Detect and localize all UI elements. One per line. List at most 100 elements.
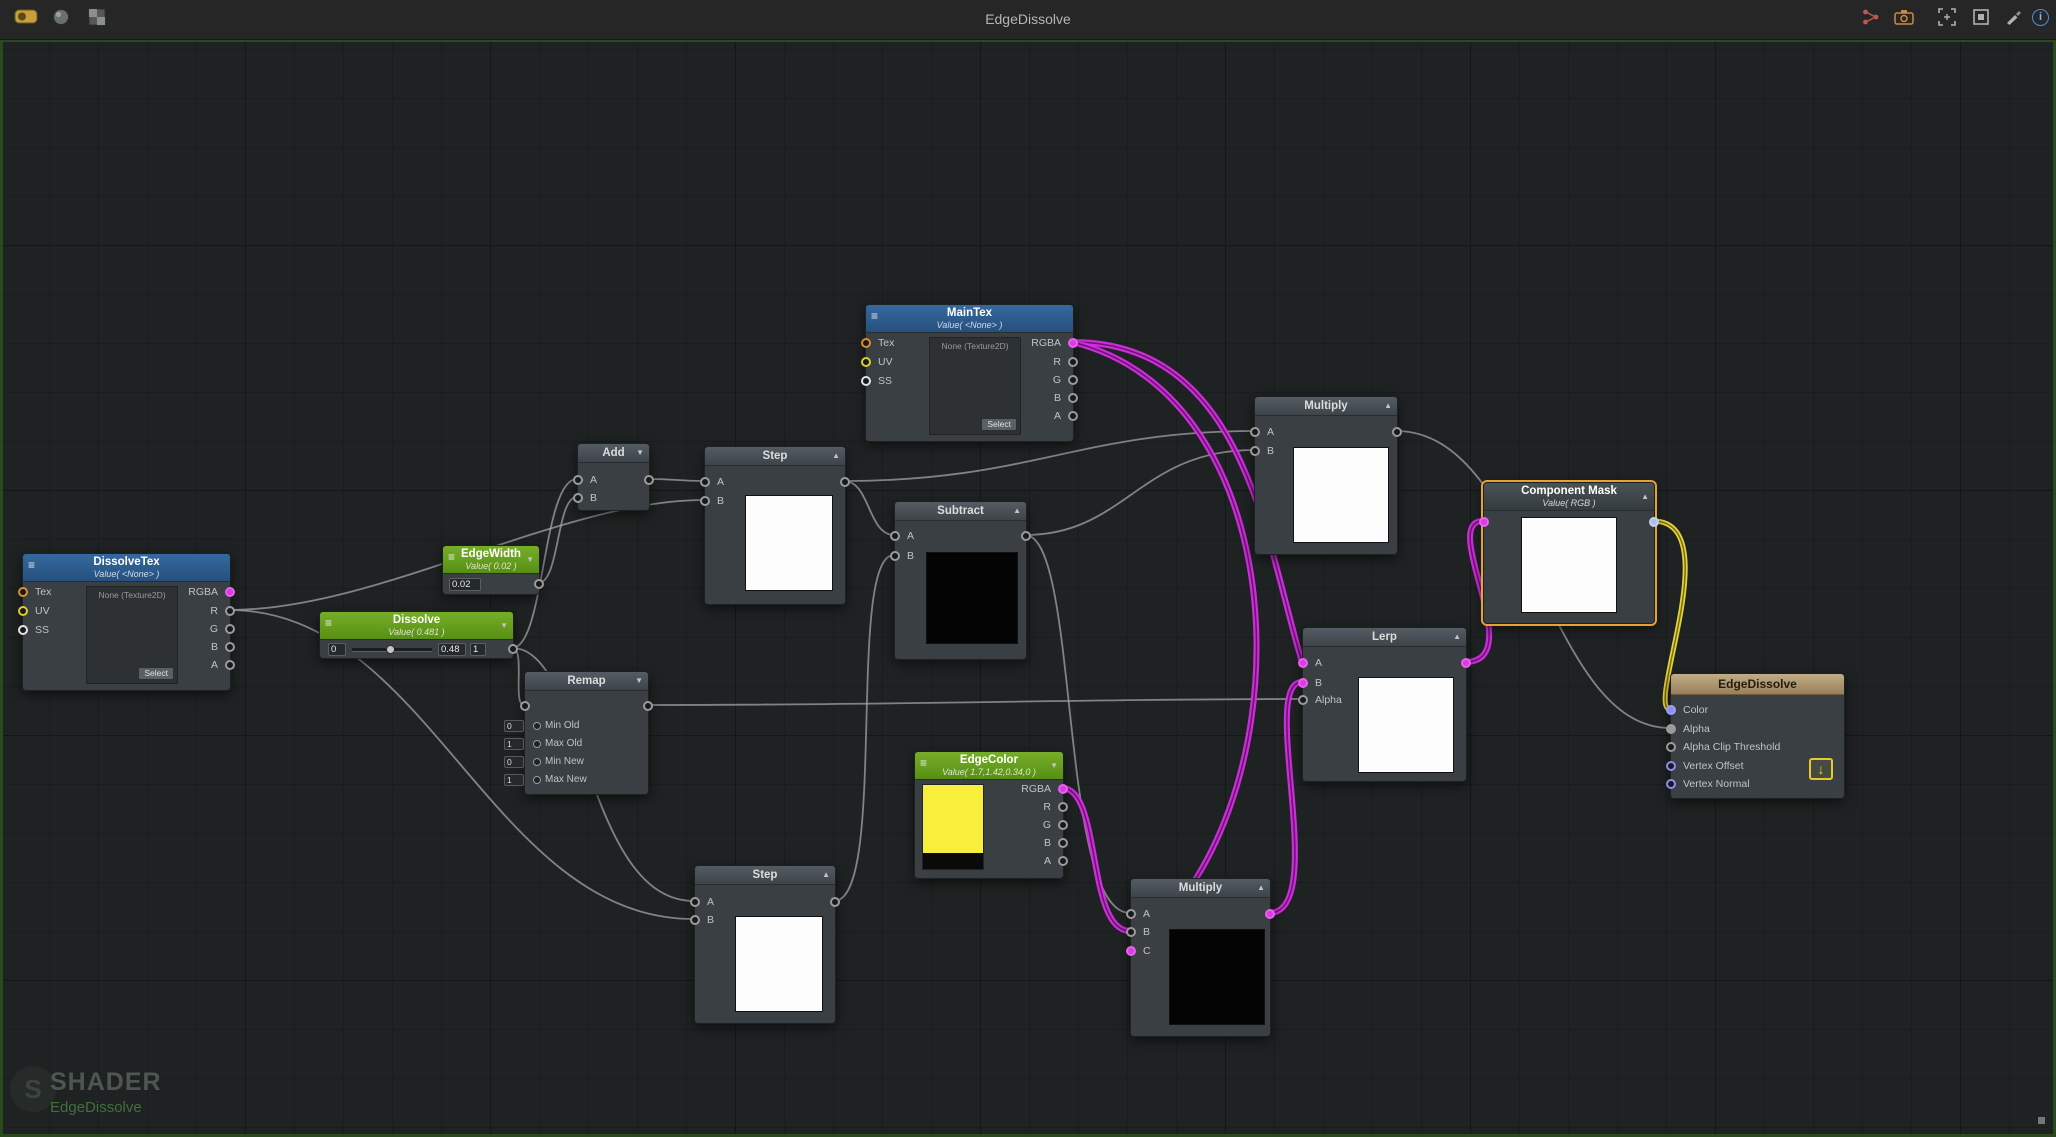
port-alpha-input[interactable] xyxy=(1666,724,1676,734)
node-color-swatch-icon[interactable] xyxy=(14,8,38,30)
node-header[interactable]: ≡ DissolveTex Value( <None> ) xyxy=(23,554,230,582)
node-edgewidth[interactable]: ≡ EdgeWidth Value( 0.02 ) ▼ 0.02 xyxy=(442,545,544,595)
node-subtract[interactable]: Subtract ▲ A B xyxy=(890,501,1031,660)
wire-dissolve-add[interactable] xyxy=(511,478,578,649)
port-a-input[interactable] xyxy=(690,897,700,907)
max-new-radio[interactable] xyxy=(533,776,541,784)
port-input[interactable] xyxy=(520,701,530,711)
slider-min-field[interactable]: 0 xyxy=(328,643,346,656)
texture-grid-icon[interactable] xyxy=(88,8,110,30)
node-header[interactable]: Subtract ▲ xyxy=(895,502,1026,521)
collapse-icon[interactable]: ▲ xyxy=(1453,632,1461,641)
port-alphaclip-input[interactable] xyxy=(1666,742,1676,752)
node-header[interactable]: Lerp ▲ xyxy=(1303,628,1466,647)
dropdown-icon[interactable]: ▼ xyxy=(635,676,643,685)
port-b-input[interactable] xyxy=(1126,927,1136,937)
wire-add-step1[interactable] xyxy=(647,478,705,482)
wire-step2-subtract[interactable] xyxy=(833,554,895,902)
port-color-input[interactable] xyxy=(1666,705,1676,715)
node-remap[interactable]: Remap ▼ 0 Min Old 1 Max Old 0 Min New 1 … xyxy=(504,671,653,795)
port-output[interactable] xyxy=(644,475,654,485)
min-old-radio[interactable] xyxy=(533,722,541,730)
port-tex-input[interactable] xyxy=(18,587,28,597)
wire-edgewidth-add[interactable] xyxy=(537,496,578,584)
node-step-2[interactable]: Step ▲ A B xyxy=(690,865,840,1024)
port-a-input[interactable] xyxy=(573,475,583,485)
port-output[interactable] xyxy=(534,579,544,589)
port-tex-input[interactable] xyxy=(861,338,871,348)
node-edgecolor[interactable]: ≡ EdgeColor Value( 1.7,1.42,0.34,0 ) ▼ R… xyxy=(914,751,1068,879)
node-header[interactable]: ≡ MainTex Value( <None> ) xyxy=(866,305,1073,333)
menu-icon[interactable]: ≡ xyxy=(448,550,456,564)
node-header[interactable]: Component Mask Value( RGB ) ▲ xyxy=(1484,483,1654,511)
menu-icon[interactable]: ≡ xyxy=(28,558,36,572)
port-b-input[interactable] xyxy=(1250,446,1260,456)
port-b-input[interactable] xyxy=(690,915,700,925)
cleanup-brush-icon[interactable] xyxy=(2004,8,2026,30)
node-header[interactable]: ≡ EdgeColor Value( 1.7,1.42,0.34,0 ) ▼ xyxy=(915,752,1063,780)
node-lerp[interactable]: Lerp ▲ A B Alpha xyxy=(1298,627,1471,782)
port-output[interactable] xyxy=(508,644,518,654)
share-nodes-icon[interactable] xyxy=(1862,8,1884,30)
port-input[interactable] xyxy=(1479,517,1489,527)
port-output[interactable] xyxy=(830,897,840,907)
collapse-icon[interactable]: ▲ xyxy=(1641,491,1649,501)
node-header[interactable]: Multiply ▲ xyxy=(1255,397,1397,416)
dropdown-icon[interactable]: ▼ xyxy=(1050,760,1058,770)
node-componentmask[interactable]: Component Mask Value( RGB ) ▲ xyxy=(1479,482,1659,624)
wire-step1-subtract[interactable] xyxy=(843,480,895,536)
port-uv-input[interactable] xyxy=(18,606,28,616)
wire-remap-lerp[interactable] xyxy=(646,698,1303,706)
node-master-edgedissolve[interactable]: EdgeDissolve Color Alpha Alpha Clip Thre… xyxy=(1666,673,1845,799)
port-b-output[interactable] xyxy=(1058,838,1068,848)
min-new-field[interactable]: 0 xyxy=(504,756,524,768)
port-alpha-input[interactable] xyxy=(1298,695,1308,705)
port-b-output[interactable] xyxy=(225,642,235,652)
port-rgba-output[interactable] xyxy=(225,587,235,597)
menu-icon[interactable]: ≡ xyxy=(325,616,333,630)
port-r-output[interactable] xyxy=(225,606,235,616)
slider-max-field[interactable]: 1 xyxy=(470,643,486,656)
sphere-preview-icon[interactable] xyxy=(52,8,74,30)
node-header[interactable]: EdgeDissolve xyxy=(1671,674,1844,695)
port-c-input[interactable] xyxy=(1126,946,1136,956)
collapse-icon[interactable]: ▲ xyxy=(1013,506,1021,515)
port-a-output[interactable] xyxy=(225,660,235,670)
node-header[interactable]: Multiply ▲ xyxy=(1131,879,1270,898)
download-shader-icon[interactable]: ↓ xyxy=(1809,758,1833,780)
port-vertexnormal-input[interactable] xyxy=(1666,779,1676,789)
dropdown-icon[interactable]: ▼ xyxy=(636,448,644,457)
port-uv-input[interactable] xyxy=(861,357,871,367)
wire-multiply2-lerp[interactable] xyxy=(1268,679,1303,916)
port-b-input[interactable] xyxy=(1298,678,1308,688)
port-output[interactable] xyxy=(1649,517,1659,527)
select-texture-button[interactable]: Select xyxy=(138,667,174,680)
node-step-1[interactable]: Step ▲ A B xyxy=(700,446,850,605)
port-a-input[interactable] xyxy=(890,531,900,541)
port-b-input[interactable] xyxy=(700,496,710,506)
port-output[interactable] xyxy=(643,701,653,711)
dropdown-icon[interactable]: ▼ xyxy=(526,554,534,564)
port-g-output[interactable] xyxy=(1058,820,1068,830)
slider-handle[interactable] xyxy=(386,645,395,654)
menu-icon[interactable]: ≡ xyxy=(871,309,879,323)
node-multiply-2[interactable]: Multiply ▲ A B C xyxy=(1126,878,1275,1037)
node-header[interactable]: Step ▲ xyxy=(705,447,845,466)
max-new-field[interactable]: 1 xyxy=(504,774,524,786)
port-ss-input[interactable] xyxy=(18,625,28,635)
dropdown-icon[interactable]: ▼ xyxy=(500,620,508,630)
port-vertexoffset-input[interactable] xyxy=(1666,761,1676,771)
select-texture-button[interactable]: Select xyxy=(981,418,1017,431)
wire-subtract-multiply2[interactable] xyxy=(1024,534,1131,914)
port-output[interactable] xyxy=(1461,658,1471,668)
fit-view-icon[interactable] xyxy=(1938,8,1960,30)
port-r-output[interactable] xyxy=(1058,802,1068,812)
port-r-output[interactable] xyxy=(1068,357,1078,367)
collapse-icon[interactable]: ▲ xyxy=(1384,401,1392,410)
port-b-output[interactable] xyxy=(1068,393,1078,403)
resize-handle[interactable] xyxy=(2038,1117,2045,1124)
port-b-input[interactable] xyxy=(890,551,900,561)
node-header[interactable]: Add ▼ xyxy=(578,444,649,463)
node-header[interactable]: ≡ Dissolve Value( 0.481 ) ▼ xyxy=(320,612,513,640)
